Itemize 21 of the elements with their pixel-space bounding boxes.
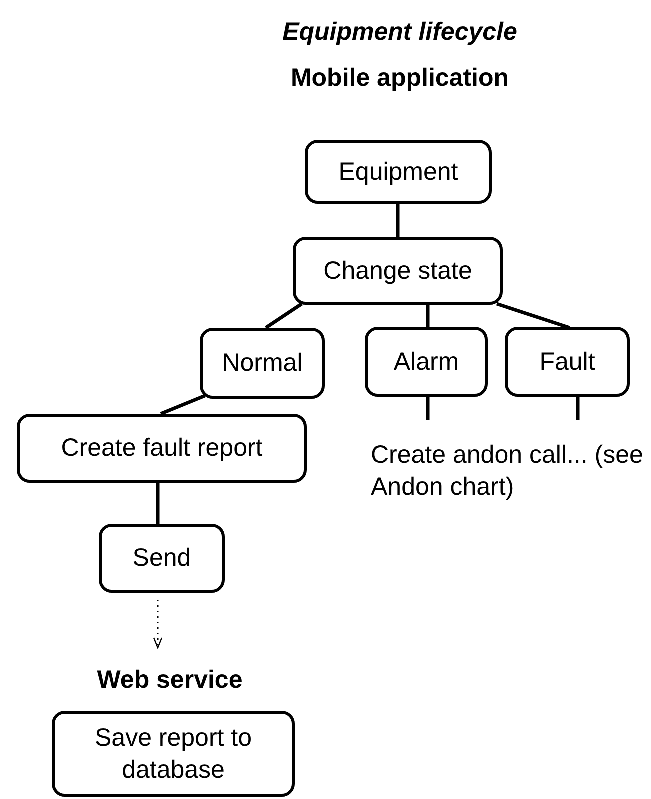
connector-line — [265, 302, 303, 330]
process-box: Equipment — [305, 140, 492, 204]
section-heading: Mobile application — [290, 64, 510, 93]
process-box: Save report to database — [52, 711, 295, 797]
process-box: Alarm — [365, 327, 488, 397]
connector-line — [160, 394, 206, 416]
note-text: Create andon call... (see Andon chart) — [371, 428, 651, 514]
diagram-title: Equipment lifecycle — [282, 18, 518, 47]
process-box: Change state — [293, 237, 503, 305]
process-box: Normal — [200, 328, 325, 399]
process-box: Fault — [505, 327, 630, 397]
process-box: Send — [99, 524, 225, 593]
process-box: Create fault report — [17, 414, 307, 483]
arrow — [153, 600, 163, 649]
connector-line — [396, 204, 400, 237]
section-heading: Web service — [70, 662, 270, 698]
connector-line — [426, 305, 430, 327]
connector-line — [496, 302, 571, 330]
connector-line — [576, 397, 580, 420]
connector-line — [426, 397, 430, 420]
connector-line — [156, 483, 160, 524]
